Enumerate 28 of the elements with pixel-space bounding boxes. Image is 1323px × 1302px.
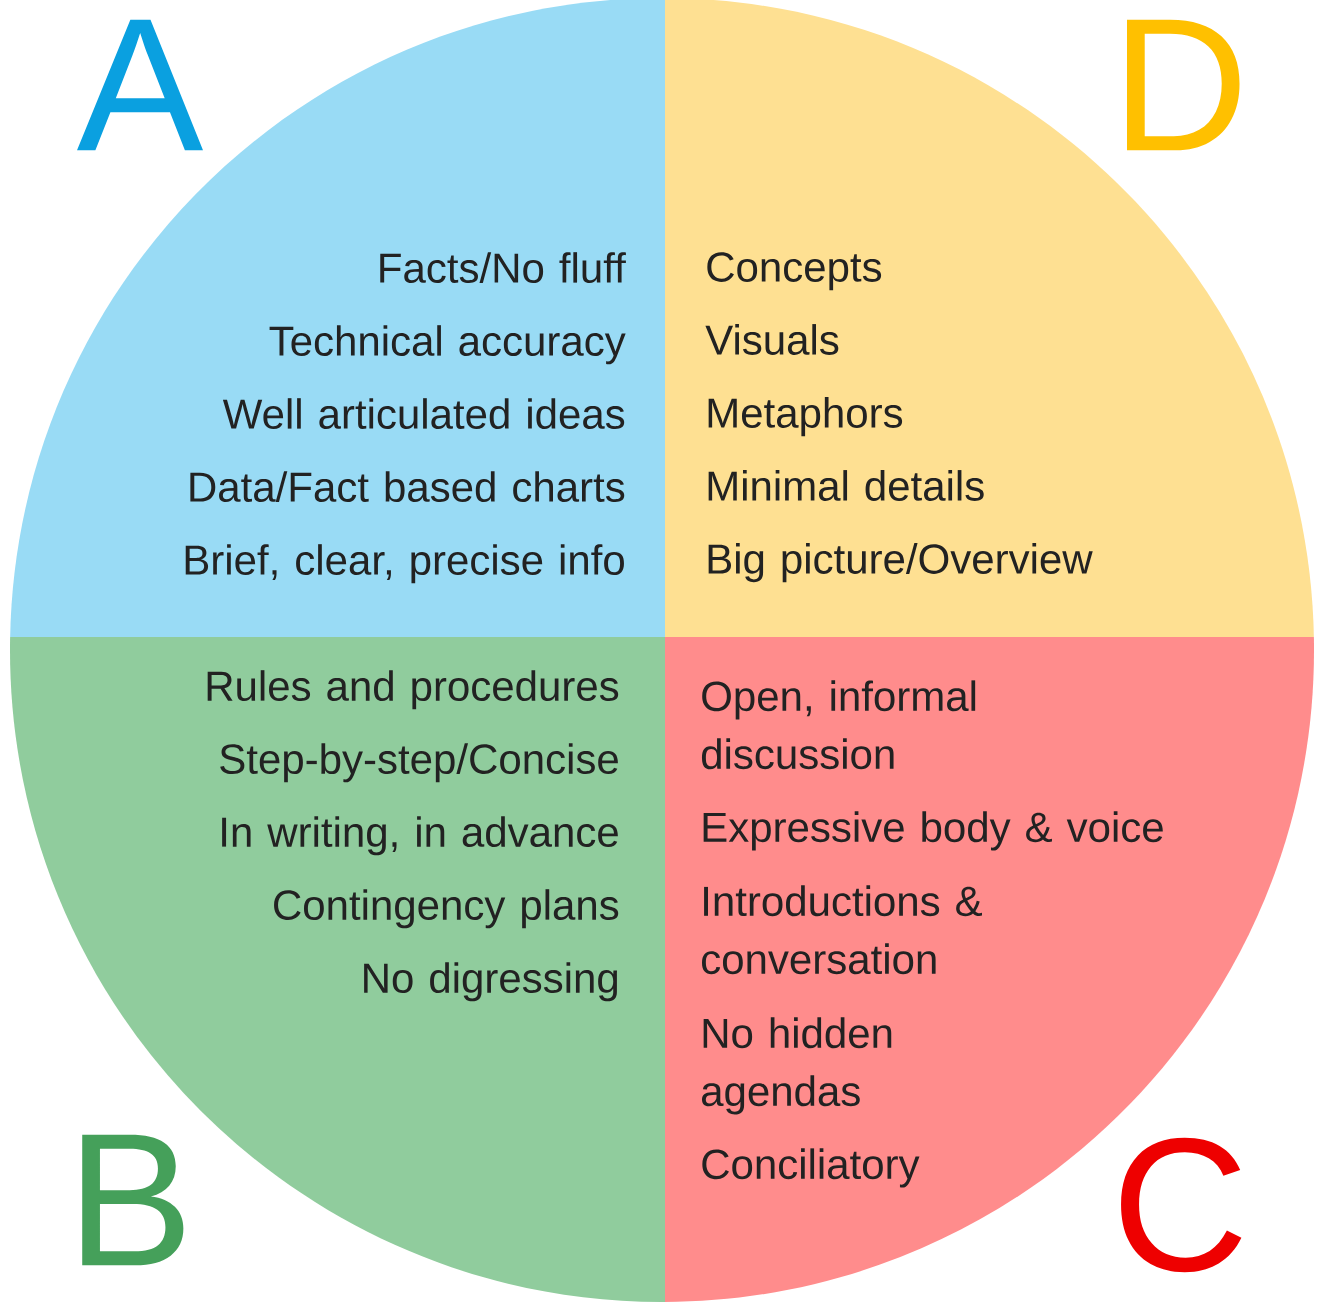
list-item: Contingency plans xyxy=(274,889,619,929)
quadrant xyxy=(10,0,665,637)
quadrant xyxy=(665,637,1314,1302)
list-item: Big picture/Overview xyxy=(708,543,1093,583)
list-item: Concepts xyxy=(707,252,882,291)
quadrant-letter: C xyxy=(1121,1137,1242,1273)
list-item: Visuals xyxy=(705,324,839,355)
list-item: Well articulated ideas xyxy=(222,398,625,430)
list-item: Brief, clear, precise info xyxy=(185,544,624,584)
list-item: Minimal details xyxy=(708,470,984,501)
list-item: Expressive body & voice xyxy=(703,811,1163,851)
quadrant-letter: A xyxy=(77,19,203,151)
list-item: Step-by-step/Concise xyxy=(220,743,618,783)
list-item: In writing, in advance xyxy=(222,816,618,856)
list-item: Rules and procedures xyxy=(207,670,619,710)
list-item: No digressing xyxy=(364,962,618,1002)
quadrant-letter: B xyxy=(82,1134,184,1266)
quadrant-letter: D xyxy=(1127,19,1240,151)
list-item: No hidden agendas xyxy=(702,1017,892,1115)
list-item: Metaphors xyxy=(708,397,903,437)
list-item: Open, informal discussion xyxy=(701,680,976,770)
list-item: Facts/No fluff xyxy=(380,252,626,284)
list-item: Technical accuracy xyxy=(269,325,626,365)
quadrant xyxy=(10,637,665,1302)
list-item: Introductions & conversation xyxy=(702,885,982,975)
list-item: Data/Fact based charts xyxy=(190,471,625,503)
list-item: Conciliatory xyxy=(702,1148,920,1188)
quadrant xyxy=(665,0,1314,637)
